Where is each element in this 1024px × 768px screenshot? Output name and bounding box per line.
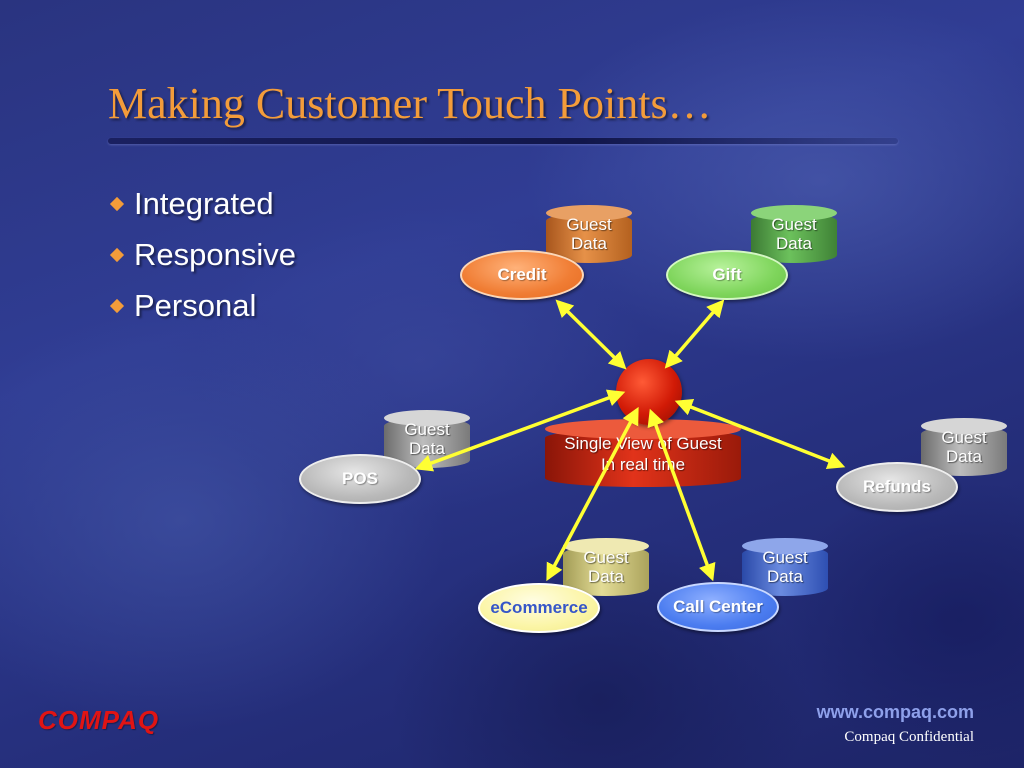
node-ecommerce: eCommerce [478,583,600,633]
title-underline [108,138,898,144]
bullet-item: Integrated [108,178,296,229]
hub-sphere [616,359,682,425]
node-label: Refunds [863,477,931,496]
footer-url[interactable]: www.compaq.com [816,702,974,722]
node-label: Gift [712,265,742,284]
diamond-bullet-icon [109,247,125,262]
node-gift: Gift [666,250,788,300]
bullet-list: Integrated Responsive Personal [108,178,296,331]
node-label: eCommerce [490,598,588,617]
arrow-gift [664,299,725,369]
arrow-credit [555,299,627,370]
bullet-text: Responsive [134,236,296,272]
node-refunds: Refunds [836,462,958,512]
bullet-item: Personal [108,280,296,331]
node-credit: Credit [460,250,584,300]
compaq-logo: COMPAQ [38,705,160,735]
bullet-item: Responsive [108,229,296,280]
node-label: Credit [497,265,547,284]
bullet-text: Integrated [134,185,274,221]
diamond-bullet-icon [109,298,125,313]
node-label: Call Center [673,597,763,616]
slide-title: Making Customer Touch Points… [108,79,712,128]
bullet-text: Personal [134,287,257,323]
node-call-center: Call Center [657,582,779,632]
node-pos: POS [299,454,421,504]
node-label: POS [342,469,378,488]
diamond-bullet-icon [109,196,125,211]
footer-confidential: Compaq Confidential [844,729,974,745]
